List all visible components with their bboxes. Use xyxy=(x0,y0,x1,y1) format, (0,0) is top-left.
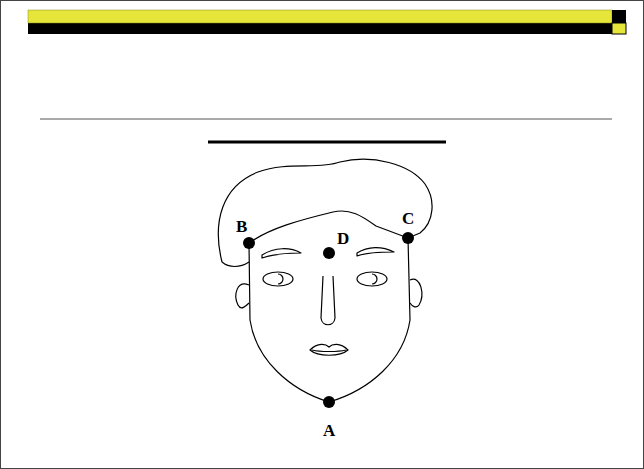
face-outline xyxy=(249,238,410,402)
point-label: C xyxy=(402,210,414,227)
header-square-yellow xyxy=(612,23,626,34)
left-pupil xyxy=(278,274,283,284)
right-pupil xyxy=(372,274,377,284)
point-dot xyxy=(402,232,414,244)
face-drawing xyxy=(218,159,432,402)
point-dot xyxy=(323,396,335,408)
left-eyebrow xyxy=(262,249,301,258)
hair-outline xyxy=(218,159,432,262)
point-dot xyxy=(323,247,335,259)
hairline xyxy=(249,211,408,243)
mouth xyxy=(310,344,348,355)
point-label: B xyxy=(236,218,247,235)
hair-lower xyxy=(222,262,249,267)
mouth-line xyxy=(312,350,346,352)
point-dot xyxy=(243,237,255,249)
right-ear xyxy=(410,279,422,307)
right-eyebrow xyxy=(357,248,394,256)
left-eye xyxy=(263,272,293,286)
title-rule xyxy=(40,119,612,120)
point-label: A xyxy=(323,422,335,439)
header-square-dark xyxy=(612,10,626,23)
header-bar-yellow xyxy=(28,10,612,23)
point-label: D xyxy=(337,230,349,247)
left-ear xyxy=(236,284,249,308)
right-eye xyxy=(357,272,387,286)
point-dots xyxy=(243,232,414,408)
header-bar-dark xyxy=(28,22,612,34)
nose xyxy=(321,276,335,325)
figure-rule xyxy=(208,141,446,144)
